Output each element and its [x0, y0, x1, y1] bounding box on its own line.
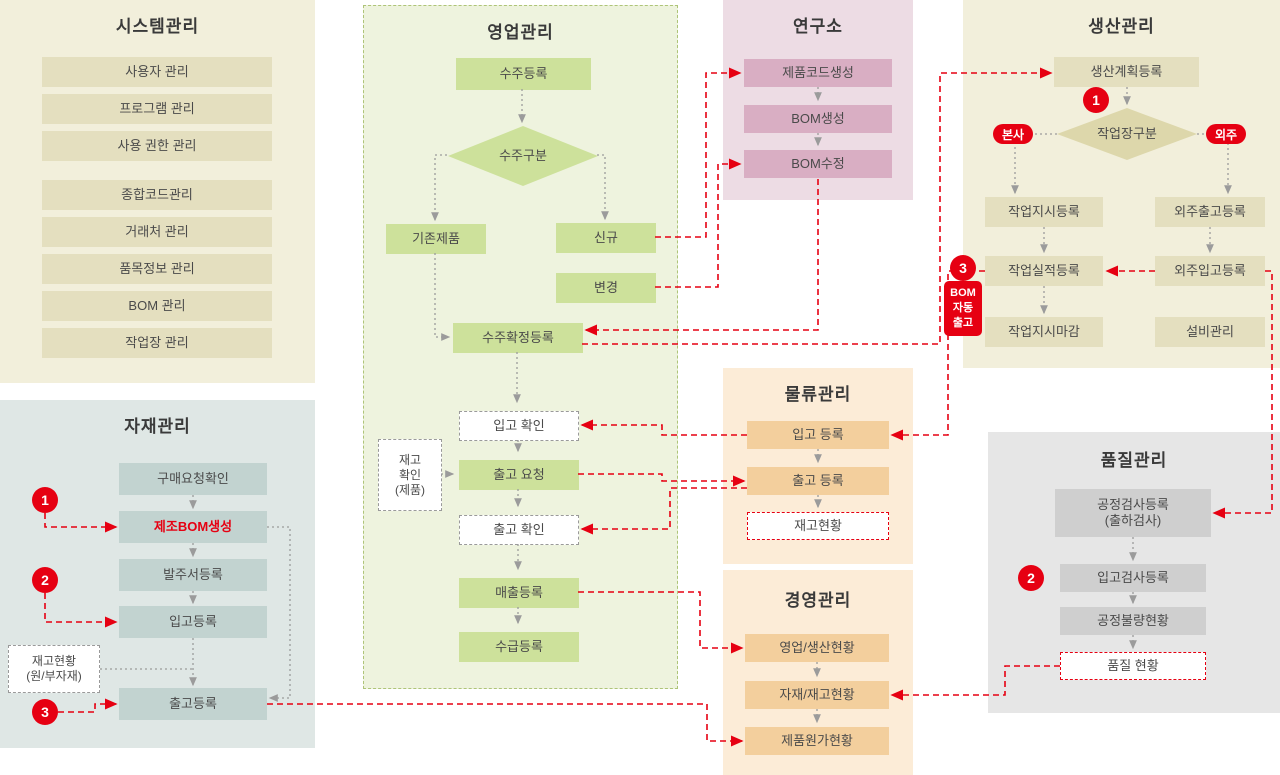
box-supply-register: 수급등록 — [459, 632, 579, 662]
box-program-management: 프로그램 관리 — [42, 94, 272, 124]
box-production-plan-register: 생산계획등록 — [1054, 57, 1199, 87]
box-bom-modify: BOM수정 — [744, 150, 892, 178]
bom-auto-outbound-badge: BOM 자동 출고 — [944, 281, 982, 336]
stock-check-line1: 재고 — [398, 452, 422, 467]
bom-auto-line2: 자동 — [952, 301, 974, 314]
panel-business-management: 경영관리 영업/생산현황 자재/재고현황 제품원가현황 — [723, 570, 913, 775]
decision-workplace-type: 작업장구분 — [1057, 108, 1197, 160]
bom-auto-line1: BOM — [950, 287, 976, 299]
box-stock-check-product: 재고 확인 (제품) — [378, 439, 442, 511]
box-sales-register: 매출등록 — [459, 578, 579, 608]
quality-panel-title: 품질관리 — [1100, 451, 1168, 470]
material-stock-note-line1: 재고현황 — [31, 654, 77, 668]
sales-panel-title: 영업관리 — [487, 23, 554, 42]
box-workplace-management: 작업장 관리 — [42, 328, 272, 358]
box-item-info-management: 품목정보 관리 — [42, 254, 272, 284]
bom-auto-line3: 출고 — [952, 316, 974, 329]
box-inbound-check: 입고 확인 — [459, 411, 579, 441]
box-change-product: 변경 — [556, 273, 656, 303]
production-panel-title: 생산관리 — [1088, 17, 1155, 36]
box-outsource-in-register: 외주입고등록 — [1155, 256, 1265, 286]
lab-panel-title: 연구소 — [793, 17, 843, 36]
box-material-inbound-register: 입고등록 — [119, 606, 267, 638]
decision-order-type: 수주구분 — [448, 126, 598, 186]
logistics-panel-title: 물류관리 — [784, 385, 852, 404]
step-badge-production-3: 3 — [950, 255, 976, 281]
box-inbound-inspect-register: 입고검사등록 — [1060, 564, 1206, 592]
box-purchase-request-check: 구매요청확인 — [119, 463, 267, 495]
box-equipment-management: 설비관리 — [1155, 317, 1265, 347]
box-outbound-check: 출고 확인 — [459, 515, 579, 545]
box-user-management: 사용자 관리 — [42, 57, 272, 87]
box-logistics-inbound: 입고 등록 — [747, 421, 889, 449]
box-product-cost-status: 제품원가현황 — [745, 727, 889, 755]
step-badge-material-3: 3 — [32, 699, 58, 725]
step-badge-material-1: 1 — [32, 487, 58, 513]
box-work-order-close: 작업지시마감 — [985, 317, 1103, 347]
panel-material-management: 자재관리 구매요청확인 제조BOM생성 발주서등록 입고등록 출고등록 재고현황… — [0, 400, 315, 748]
panel-sales-management: 영업관리 수주등록 수주구분 기존제품 신규 변경 수주확정등록 입고 확인 재… — [363, 5, 678, 689]
box-code-management: 종합코드관리 — [42, 180, 272, 210]
box-process-inspect-register: 공정검사등록 (출하검사) — [1055, 489, 1211, 537]
step-badge-material-2: 2 — [32, 567, 58, 593]
box-outbound-request: 출고 요청 — [459, 460, 579, 490]
process-inspect-line1: 공정검사등록 — [1097, 496, 1169, 512]
management-panel-title: 경영관리 — [784, 591, 852, 610]
stock-check-line2: 확인 — [398, 467, 422, 482]
box-quality-status: 품질 현황 — [1060, 652, 1206, 680]
box-order-register: 수주등록 — [456, 58, 591, 90]
panel-logistics: 물류관리 입고 등록 출고 등록 재고현황 — [723, 368, 913, 564]
box-mfg-bom-create: 제조BOM생성 — [119, 511, 267, 543]
box-work-result-register: 작업실적등록 — [985, 256, 1103, 286]
system-panel-title: 시스템관리 — [115, 17, 200, 36]
box-client-management: 거래처 관리 — [42, 217, 272, 247]
box-outsource-out-register: 외주출고등록 — [1155, 197, 1265, 227]
box-sales-production-status: 영업/생산현황 — [745, 634, 889, 662]
process-inspect-line2: (출하검사) — [1104, 513, 1162, 528]
material-panel-title: 자재관리 — [124, 417, 191, 436]
material-stock-note-line2: (원/부자재) — [26, 669, 82, 683]
flow-outbound-to-productcost — [267, 703, 744, 747]
box-order-confirm-register: 수주확정등록 — [453, 323, 583, 353]
box-product-code-create: 제품코드생성 — [744, 59, 892, 87]
box-bom-create: BOM생성 — [744, 105, 892, 133]
outsource-badge: 외주 — [1206, 124, 1247, 144]
box-process-defect-status: 공정불량현황 — [1060, 607, 1206, 635]
box-purchase-order-register: 발주서등록 — [119, 559, 267, 591]
inhouse-badge: 본사 — [993, 124, 1034, 144]
box-material-outbound-register: 출고등록 — [119, 688, 267, 720]
stock-check-line3: (제품) — [394, 482, 426, 497]
box-work-order-register: 작업지시등록 — [985, 197, 1103, 227]
panel-system-management: 시스템관리 사용자 관리 프로그램 관리 사용 권한 관리 종합코드관리 거래처… — [0, 0, 315, 383]
step-badge-quality-2: 2 — [1018, 565, 1044, 591]
box-bom-management: BOM 관리 — [42, 291, 272, 321]
box-logistics-stock-status: 재고현황 — [747, 512, 889, 540]
box-permission-management: 사용 권한 관리 — [42, 131, 272, 161]
box-new-product: 신규 — [556, 223, 656, 253]
box-existing-product: 기존제품 — [386, 224, 486, 254]
panel-production-management: 생산관리 생산계획등록 작업장구분 작업지시등록 외주출고등록 작업실적등록 외… — [963, 0, 1280, 368]
box-material-stock-note: 재고현황 (원/부자재) — [8, 645, 100, 693]
box-material-stock-status: 자재/재고현황 — [745, 681, 889, 709]
panel-lab: 연구소 제품코드생성 BOM생성 BOM수정 — [723, 0, 913, 200]
box-logistics-outbound: 출고 등록 — [747, 467, 889, 495]
step-badge-production-1: 1 — [1083, 87, 1109, 113]
